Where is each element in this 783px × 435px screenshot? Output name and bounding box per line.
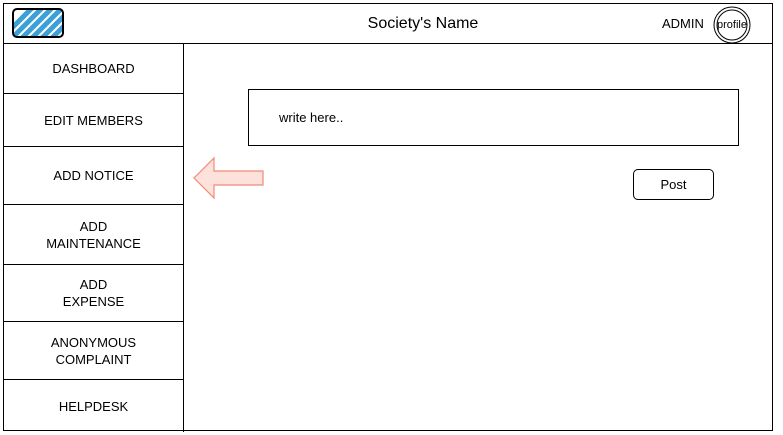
left-arrow-icon [192,156,266,200]
sidebar-item-label: ADD MAINTENANCE [46,218,141,251]
striped-logo-icon[interactable] [12,8,64,38]
notice-placeholder: write here.. [279,110,344,125]
sidebar-item-edit-members[interactable]: EDIT MEMBERS [4,94,183,147]
site-title: Society's Name [367,15,479,32]
sidebar-item-anonymous-complaint[interactable]: ANONYMOUS COMPLAINT [4,322,183,380]
sidebar-item-label: ADD EXPENSE [62,277,125,309]
sidebar-item-label: EDIT MEMBERS [44,112,143,128]
sidebar-item-label: HELPDESK [58,398,129,414]
sidebar: DASHBOARD EDIT MEMBERS ADD NOTICE ADD MA… [4,44,184,432]
profile-avatar[interactable]: profile [713,6,751,44]
sidebar-item-helpdesk[interactable]: HELPDESK [4,380,183,432]
header-bar: Society's Name ADMIN profile [4,4,772,44]
sidebar-item-label: DASHBOARD [52,61,135,76]
sidebar-item-label: ANONYMOUS COMPLAINT [50,334,137,367]
profile-circle-icon [713,6,751,44]
sidebar-item-dashboard[interactable]: DASHBOARD [4,44,183,94]
profile-label: profile [717,19,747,31]
sidebar-item-label: ADD NOTICE [53,168,134,183]
sidebar-item-add-maintenance[interactable]: ADD MAINTENANCE [4,205,183,265]
sidebar-item-add-notice[interactable]: ADD NOTICE [4,147,183,205]
notice-text-input[interactable]: write here.. [248,89,739,146]
sidebar-item-add-expense[interactable]: ADD EXPENSE [4,265,183,322]
post-button[interactable]: Post [633,169,714,200]
app-window: Society's Name ADMIN profile DASHBOARD E… [3,3,773,432]
admin-label: ADMIN [662,16,704,31]
